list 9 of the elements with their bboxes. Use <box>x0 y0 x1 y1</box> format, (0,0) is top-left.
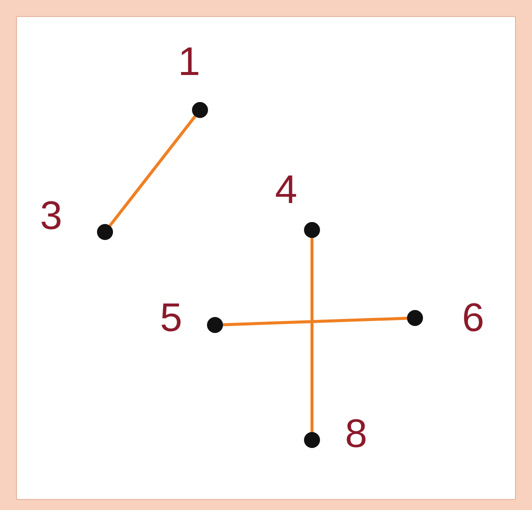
vertex-number: 1 <box>178 42 200 82</box>
connector-line <box>108 115 196 227</box>
connector-line <box>310 238 314 432</box>
vertex-number: 5 <box>160 298 182 338</box>
vertex-number: 4 <box>275 170 298 210</box>
vertex-number: 6 <box>462 298 484 338</box>
vertex-number: 3 <box>40 196 62 236</box>
vertex-number: 8 <box>345 414 368 454</box>
connector-line <box>222 316 408 326</box>
